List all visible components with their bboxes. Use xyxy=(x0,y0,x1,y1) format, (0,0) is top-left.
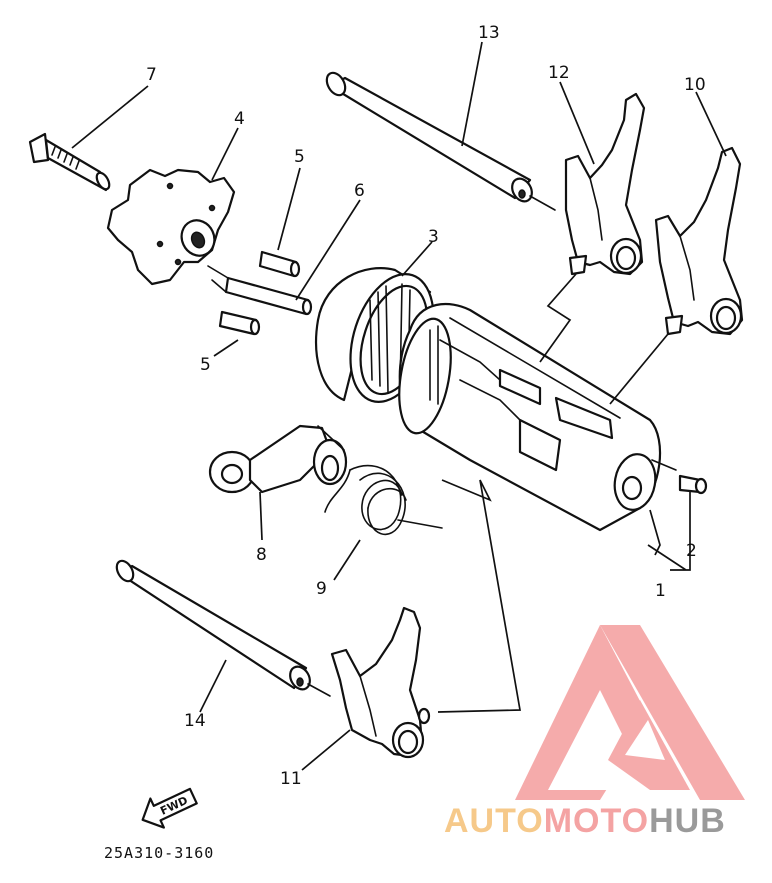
callout-2: 2 xyxy=(686,541,697,561)
callout-12: 12 xyxy=(548,63,570,83)
callout-7: 7 xyxy=(146,65,157,85)
part-4-segment xyxy=(106,168,236,286)
callout-6: 6 xyxy=(354,181,365,201)
leader-lines xyxy=(71,41,727,771)
callout-5-lower: 5 xyxy=(200,355,211,375)
part-9-spring xyxy=(324,464,443,536)
part-7-bolt xyxy=(28,132,111,192)
watermark-text-hub: HUB xyxy=(649,802,726,840)
callout-14: 14 xyxy=(184,711,206,731)
callout-1: 1 xyxy=(655,581,666,601)
part-5-pin-upper xyxy=(258,250,301,278)
part-12-shift-fork xyxy=(564,92,646,276)
part-11-shift-fork xyxy=(330,606,431,759)
part-10-shift-fork xyxy=(654,146,744,336)
watermark-text-auto: AUTO xyxy=(444,802,544,840)
callout-3: 3 xyxy=(428,227,439,247)
part-2-pin xyxy=(651,459,708,495)
part-13-shaft xyxy=(325,71,556,211)
callout-10: 10 xyxy=(684,75,706,95)
watermark-logo xyxy=(515,625,745,800)
watermark-text: AUTOMOTOHUB xyxy=(444,802,726,840)
callout-labels: 1 2 3 4 5 5 6 7 8 9 10 11 12 13 14 xyxy=(146,23,706,789)
watermark-text-moto: MOTO xyxy=(544,802,649,840)
callout-8: 8 xyxy=(256,545,267,565)
callout-9: 9 xyxy=(316,579,327,599)
part-14-shaft xyxy=(115,559,331,697)
callout-13: 13 xyxy=(478,23,500,43)
part-5-pin-lower xyxy=(218,310,261,336)
callout-5-upper: 5 xyxy=(294,147,305,167)
drawing-code: 25A310-3160 xyxy=(104,844,214,862)
callout-4: 4 xyxy=(234,109,245,129)
fwd-arrow-icon: FWD xyxy=(141,787,198,829)
part-8-stopper-lever xyxy=(208,424,348,494)
part-6-pin xyxy=(207,265,313,316)
part-1-shift-drum xyxy=(398,302,662,532)
callout-11: 11 xyxy=(280,769,302,789)
